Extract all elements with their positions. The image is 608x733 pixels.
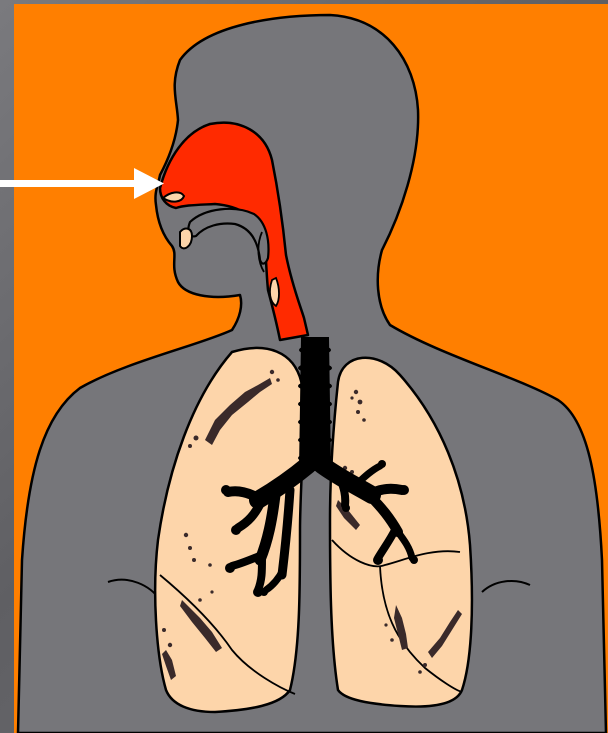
arrow-right-icon (0, 168, 164, 199)
mouth-lower (180, 229, 192, 249)
larynx (270, 278, 279, 306)
